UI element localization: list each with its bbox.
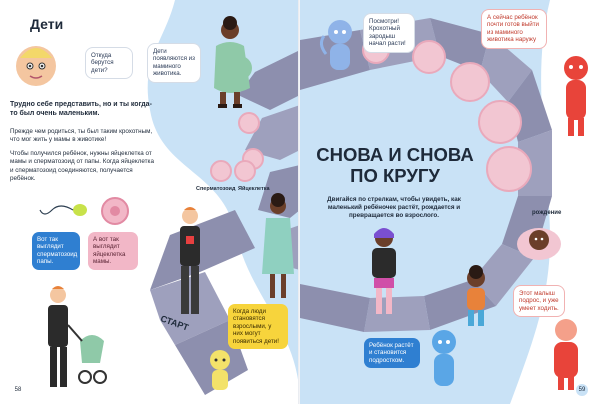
right-page-number: 59	[576, 384, 588, 396]
man-illustration	[180, 207, 200, 314]
blue-creature-illustration	[319, 20, 352, 70]
left-para2: Чтобы получился ребёнок, нужны яйцеклетк…	[10, 150, 154, 182]
woman-illustration	[262, 193, 294, 298]
bubble-ready-to-birth: А сейчас ребёнок почти готов выйти из ма…	[482, 10, 546, 48]
left-intro: Трудно себе представить, но и ты когда-т…	[10, 101, 152, 117]
egg-illustration	[101, 197, 129, 225]
right-title: СНОВА И СНОВА ПО КРУГУ	[316, 144, 474, 186]
newborn-illustration	[517, 228, 561, 260]
blue-cat-creature-illustration	[432, 330, 456, 386]
bubble-sperm-looks: Вот так выглядит сперматозоид папы.	[32, 232, 80, 270]
fetus-stage-1	[450, 62, 490, 102]
arrow-band	[238, 50, 300, 110]
left-para1: Прежде чем родиться, ты был таким крохот…	[10, 128, 153, 144]
bubble-belly: Дети появляются из маминого животика.	[148, 44, 200, 82]
teen-girl-illustration	[372, 228, 396, 314]
bubble-adults: Когда люди становятся взрослыми, у них м…	[228, 304, 288, 350]
label-egg: Яйцеклетка	[238, 186, 270, 192]
label-birth: рождение	[532, 210, 562, 216]
toddler-illustration	[210, 350, 230, 390]
fetus-stage-2	[478, 100, 522, 144]
red-girl-creature-illustration	[554, 319, 578, 390]
fertilization-stage	[210, 160, 232, 182]
pregnant-woman-illustration	[214, 16, 252, 108]
sperm-illustration	[39, 204, 87, 216]
embryo-stage-2	[412, 40, 446, 74]
red-creature-illustration	[564, 56, 588, 136]
label-sperm: Сперматозоид	[196, 186, 236, 192]
sperm-egg-stage-1	[238, 112, 260, 134]
baby-face-illustration	[16, 46, 56, 86]
egg-cell-stage	[234, 160, 256, 182]
bubble-toddler-walks: Этот малыш подрос, и уже умеет ходить.	[514, 286, 564, 317]
bubble-look-embryo: Посмотри! Крохотный зародыш начал расти!	[364, 14, 414, 52]
fetus-stage-3	[486, 146, 532, 192]
walking-toddler-illustration	[467, 265, 485, 326]
left-page-number: 58	[12, 384, 24, 396]
bubble-egg-looks: А вот так выглядит яйцеклетка мамы.	[88, 232, 138, 270]
bubble-where-from: Откуда берутся дети?	[86, 48, 132, 79]
left-heading: Дети	[30, 16, 64, 32]
man-with-stroller-illustration	[48, 286, 107, 387]
left-page: Дети Откуда берутся дети? Дети появляютс…	[10, 0, 300, 404]
right-subtitle: Двигайся по стрелкам, чтобы увидеть, как…	[327, 196, 461, 219]
bubble-teen: Ребёнок растёт и становится подростком.	[364, 338, 420, 369]
left-background-art	[147, 0, 300, 404]
right-page: Посмотри! Крохотный зародыш начал расти!…	[300, 0, 600, 404]
